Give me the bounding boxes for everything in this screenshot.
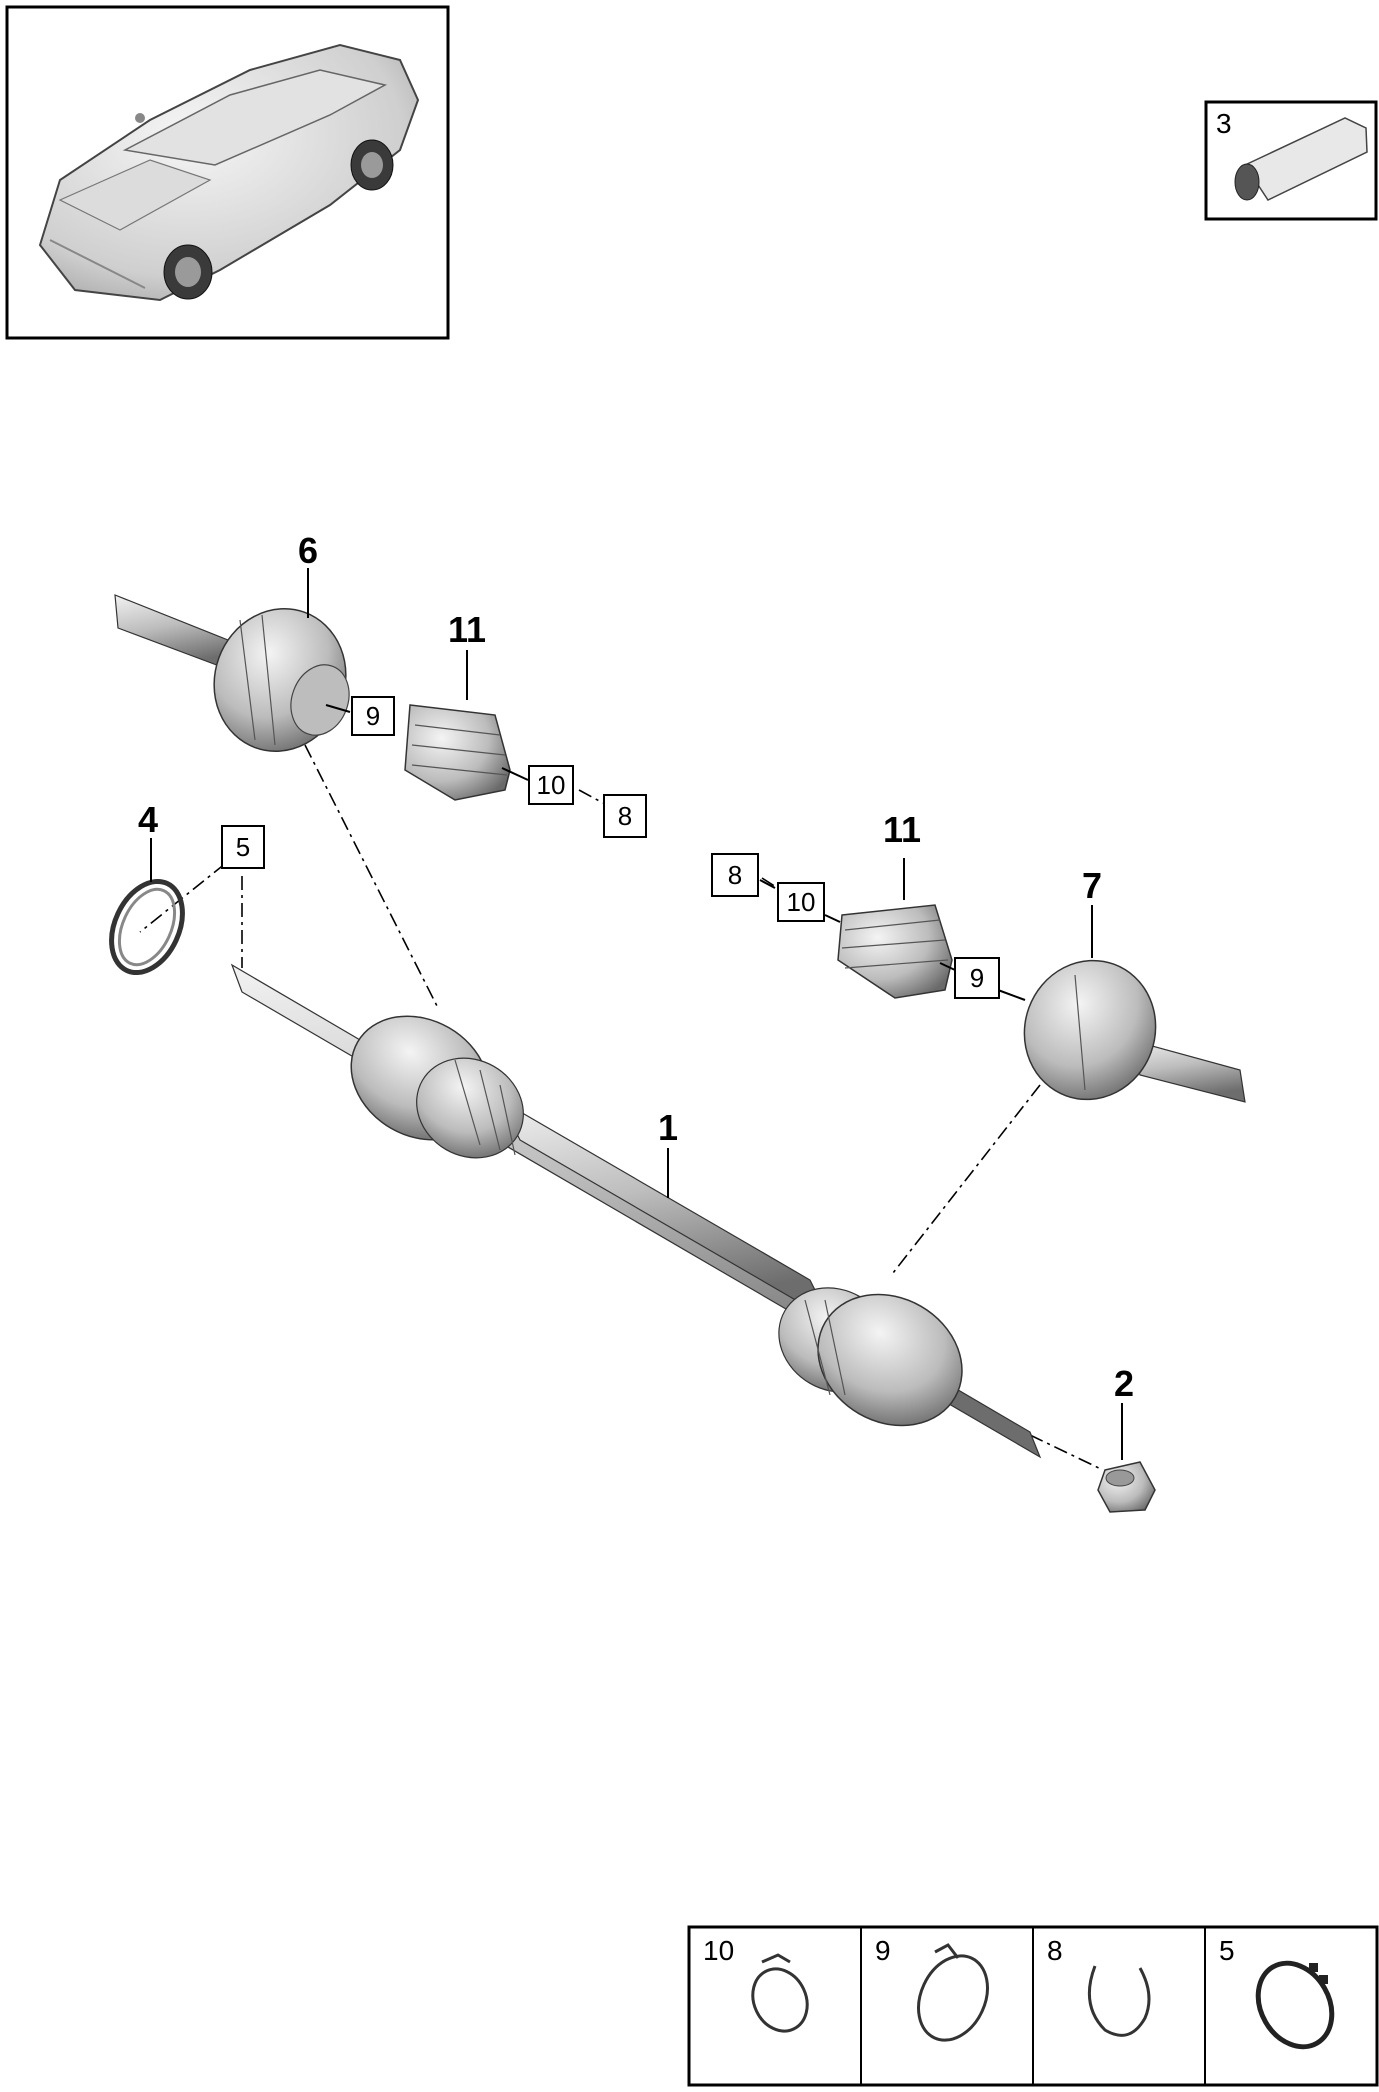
boxed-callout-9-right: 9 [970,963,984,993]
legend-number-8: 8 [1047,1935,1063,1966]
boxed-callout-9-top: 9 [366,701,380,731]
outer-cv-joint-part [1023,959,1246,1103]
boxed-callout-10-right: 10 [787,887,816,917]
vehicle-illustration [38,43,420,302]
callout-numbers: 6 11 4 11 7 1 2 [138,530,1134,1404]
band-clamp-icon [917,1943,989,2042]
drive-shaft [230,963,1042,1459]
callout-4: 4 [138,799,158,840]
ring-part [109,878,185,976]
callout-2: 2 [1114,1363,1134,1404]
legend-number-5: 5 [1219,1935,1235,1966]
inner-cv-joint-part [114,594,350,752]
circlip-icon [1255,1960,1335,2050]
boot-top-part [404,704,511,801]
legend-inset: 10 9 8 5 [687,1925,1379,2087]
callout-7: 7 [1082,865,1102,906]
boxed-callouts: 9 10 8 5 8 10 9 [221,696,1000,999]
ear-clamp-icon [751,1953,809,2033]
boxed-callout-8-right: 8 [728,860,742,890]
callout-6: 6 [298,530,318,571]
callout-1: 1 [658,1107,678,1148]
grease-inset: 3 [1204,100,1378,221]
grease-tube-icon [1234,117,1368,201]
boot-right-part [837,904,953,999]
shaft-inner-cv-joint [350,1015,524,1159]
shaft-outer-cv-joint [778,1287,963,1427]
legend-number-10: 10 [703,1935,734,1966]
snap-ring-icon [1087,1965,1151,2037]
boxed-callout-8-top: 8 [618,801,632,831]
nut-part [1097,1461,1156,1513]
callout-11-right: 11 [883,809,921,850]
callout-leaders [150,568,1123,1460]
boxed-callout-10-top: 10 [537,770,566,800]
vehicle-inset [5,5,450,340]
boxed-callout-5: 5 [236,832,250,862]
legend-number-9: 9 [875,1935,891,1966]
assembly-lines [139,744,1104,1471]
grease-inset-number: 3 [1216,108,1232,139]
callout-11-top: 11 [448,609,486,650]
